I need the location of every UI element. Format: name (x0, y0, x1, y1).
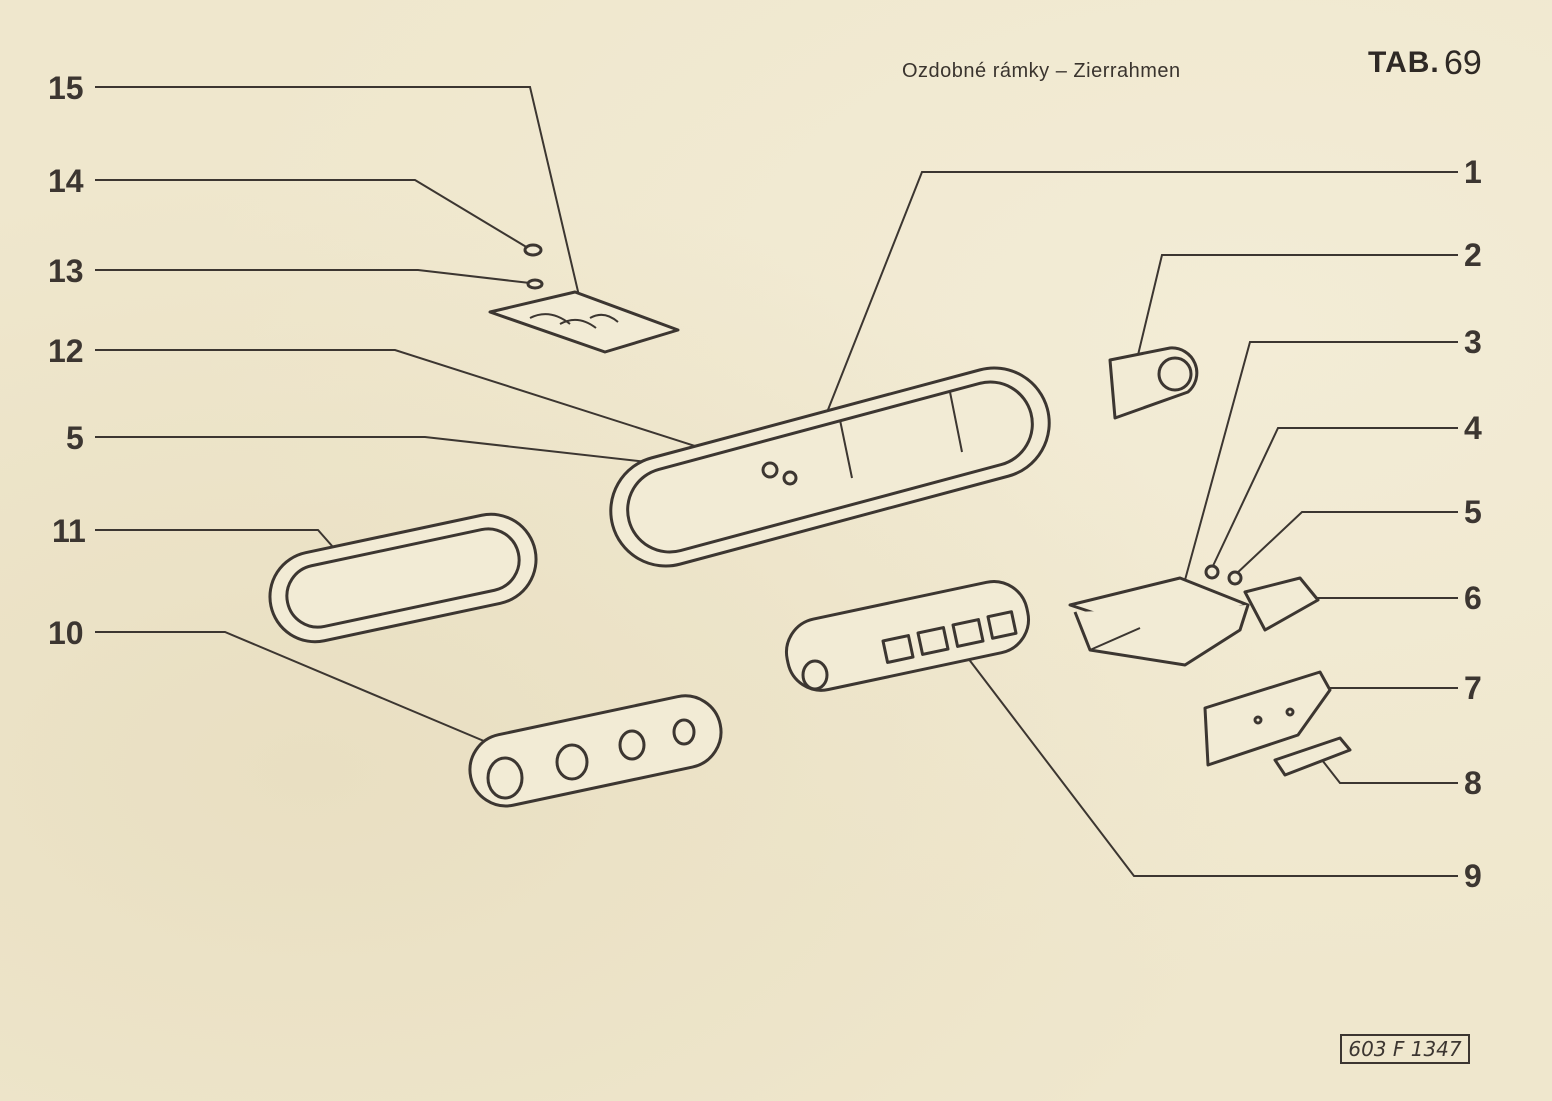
callout-12: 12 (48, 333, 84, 369)
leader-line-13 (95, 269, 531, 284)
leader-line-5-right (1234, 511, 1458, 576)
callout-13: 13 (48, 253, 84, 289)
callout-4: 4 (1464, 410, 1482, 446)
table-label: TAB. (1368, 46, 1440, 79)
nut-part-14 (523, 243, 543, 257)
callout-1: 1 (1464, 154, 1482, 190)
leader-line-3 (1184, 341, 1458, 581)
leader-line-2 (1131, 254, 1458, 381)
callout-14: 14 (48, 163, 84, 199)
switch-panel-part-10 (468, 694, 723, 808)
button-panel-part-9 (785, 580, 1030, 692)
leader-line-9 (957, 644, 1458, 877)
leader-line-15 (95, 86, 581, 301)
mounting-plate-part-15 (488, 290, 680, 354)
callout-11: 11 (52, 513, 86, 549)
leader-line-8 (1321, 759, 1458, 784)
leader-line-11 (95, 529, 341, 556)
callout-10: 10 (48, 615, 84, 651)
washer-part-5-right (1227, 570, 1243, 586)
washer-part-5-left (782, 470, 798, 486)
leader-line-12 (95, 349, 771, 471)
ashtray-box-part-3 (1068, 576, 1250, 667)
callout-8: 8 (1464, 765, 1482, 801)
callout-15: 15 (48, 70, 84, 106)
long-trim-frame-part-1 (609, 366, 1051, 568)
leader-line-4 (1211, 427, 1458, 569)
page-title: Ozdobné rámky – Zierrahmen (902, 60, 1181, 82)
callout-3: 3 (1464, 324, 1482, 360)
callout-6: 6 (1464, 580, 1482, 616)
callout-5-right: 5 (1464, 494, 1482, 530)
screw-part-4 (1204, 564, 1220, 580)
callout-2: 2 (1464, 237, 1482, 273)
callout-5-left: 5 (66, 420, 84, 456)
nut-part-12 (761, 461, 779, 479)
reference-code-box: 603 F 1347 (1340, 1034, 1470, 1064)
leader-line-14 (95, 179, 529, 249)
callout-9: 9 (1464, 858, 1482, 894)
lid-part-7 (1203, 670, 1332, 767)
leader-line-10 (95, 631, 511, 753)
slider-part-8 (1273, 736, 1352, 777)
washer-part-13 (526, 278, 544, 290)
callout-7: 7 (1464, 670, 1482, 706)
oval-frame-part-11 (268, 512, 538, 644)
switch-plate-part-2 (1108, 346, 1199, 420)
bracket-part-6 (1243, 576, 1320, 632)
leader-line-1 (819, 171, 1458, 431)
table-number: 69 (1444, 44, 1482, 82)
